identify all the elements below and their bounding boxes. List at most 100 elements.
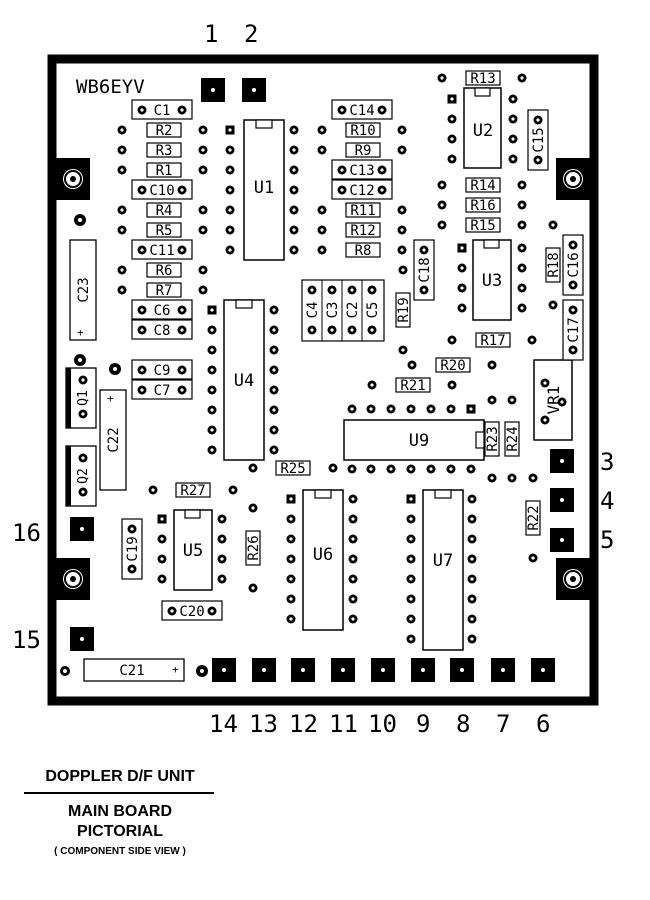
pin-label-16: 16 — [12, 519, 41, 547]
resistor-r13-label: R13 — [470, 71, 495, 87]
resistor-r18-label: R18 — [546, 252, 562, 277]
capacitor-c17: C17 — [562, 299, 584, 361]
ic-u6: U6 — [286, 489, 358, 631]
resistor-r10-label: R10 — [350, 123, 375, 139]
capacitor-c5: C5 — [365, 285, 381, 335]
resistor-r8: R8 — [317, 242, 407, 259]
resistor-r11-label: R11 — [350, 203, 375, 219]
capacitor-c11: C11 — [131, 239, 193, 260]
resistor-r7: R7 — [117, 282, 208, 299]
pin-label-4: 4 — [600, 487, 614, 515]
capacitor-c13-label: C13 — [349, 163, 374, 179]
capacitor-c17-label: C17 — [566, 317, 582, 342]
mounting-hole — [62, 168, 84, 190]
capacitor-c8-label: C8 — [154, 323, 171, 339]
capacitor-c4-label: C4 — [305, 302, 321, 319]
resistor-r15-label: R15 — [470, 218, 495, 234]
capacitor-c6-label: C6 — [154, 303, 171, 319]
ic-u1-label: U1 — [254, 178, 274, 198]
capacitor-c20: C20 — [161, 600, 223, 621]
resistor-r15: R15 — [437, 217, 527, 234]
pin-label-6: 6 — [536, 710, 550, 738]
resistor-r5: R5 — [117, 222, 208, 239]
resistor-r16: R16 — [437, 197, 527, 214]
pin-label-2: 2 — [244, 20, 258, 48]
plus-sign: + — [77, 326, 84, 339]
resistor-r17: R17 — [447, 332, 537, 349]
resistor-r8-label: R8 — [355, 243, 372, 259]
pcb-pictorial: WB6EYV 1 2 3 4 5 6 7 8 9 10 11 12 13 14 … — [12, 20, 614, 738]
resistor-r27-label: R27 — [180, 483, 205, 499]
call-sign: WB6EYV — [76, 76, 145, 98]
capacitor-c9-label: C9 — [154, 363, 171, 379]
capacitor-c22-label: C22 — [106, 427, 122, 452]
plus-sign: + — [107, 392, 114, 405]
capacitor-c8: C8 — [131, 319, 193, 340]
resistor-r10: R10 — [317, 122, 407, 139]
resistor-r14-label: R14 — [470, 178, 495, 194]
capacitor-c15: C15 — [527, 109, 549, 171]
resistor-r26-label: R26 — [246, 535, 262, 560]
ic-u5-label: U5 — [183, 541, 203, 561]
resistor-r14: R14 — [437, 177, 527, 194]
resistor-r16-label: R16 — [470, 198, 495, 214]
ic-u4: U4 — [207, 299, 279, 461]
resistor-r27: R27 — [148, 482, 238, 499]
resistor-r20-label: R20 — [440, 358, 465, 374]
capacitor-c2-label: C2 — [345, 302, 361, 319]
capacitor-c14: C14 — [331, 99, 393, 120]
trimmer-vr1-label: VR1 — [544, 386, 563, 415]
crystal-q2-label: Q2 — [76, 468, 91, 484]
capacitor-c18-label: C18 — [417, 257, 433, 282]
ic-u6-label: U6 — [313, 545, 333, 565]
resistor-r3-label: R3 — [156, 143, 173, 159]
resistor-r9-label: R9 — [355, 143, 372, 159]
resistor-r21-label: R21 — [400, 378, 425, 394]
ic-u7: U7 — [406, 489, 477, 651]
resistor-r2: R2 — [117, 122, 208, 139]
mounting-hole — [62, 568, 84, 590]
resistor-r24: R24 — [504, 395, 521, 483]
resistor-r6-label: R6 — [156, 263, 173, 279]
caption-subtitle: MAIN BOARD PICTORIAL — [20, 802, 220, 842]
pin-label-11: 11 — [329, 710, 358, 738]
electrolytic-c22: C22 + — [99, 389, 127, 491]
resistor-r2-label: R2 — [156, 123, 173, 139]
resistor-r11: R11 — [317, 202, 407, 219]
ic-u2: U2 — [447, 87, 518, 169]
pin-label-13: 13 — [249, 710, 278, 738]
capacitor-c13: C13 — [331, 159, 393, 180]
pin-label-3: 3 — [600, 448, 614, 476]
electrolytic-c23: C23+ — [69, 239, 97, 341]
ic-u5: U5 — [157, 509, 227, 591]
resistor-r13: R13 — [437, 70, 527, 87]
resistor-r22-label: R22 — [526, 505, 542, 530]
capacitor-c16-label: C16 — [566, 252, 582, 277]
capacitor-c9: C9 — [131, 359, 193, 380]
ic-u9: U9 — [343, 404, 485, 474]
resistor-r20: R20 — [407, 357, 497, 374]
pin-label-14: 14 — [209, 710, 238, 738]
capacitor-c3-label: C3 — [325, 302, 341, 319]
resistor-r21: R21 — [367, 377, 457, 394]
resistor-r23-label: R23 — [485, 426, 501, 451]
electrolytic-c21: C21+ — [83, 658, 185, 682]
caption-line-2: PICTORIAL — [77, 823, 163, 840]
resistor-r7-label: R7 — [156, 283, 173, 299]
capacitor-c19-label: C19 — [125, 536, 141, 561]
resistor-group: R2 R3 R1 R4 R5 R6 R7 R10 R9 R11 R12 R8 R… — [117, 70, 537, 499]
capacitor-c12-label: C12 — [349, 183, 374, 199]
resistor-r5-label: R5 — [156, 223, 173, 239]
caption-title: DOPPLER D/F UNIT — [45, 768, 195, 785]
ic-u3-label: U3 — [482, 271, 502, 291]
resistor-r19: R19 — [395, 265, 412, 355]
capacitor-c15-label: C15 — [531, 127, 547, 152]
capacitor-c7: C7 — [131, 379, 193, 400]
terminal-pads — [70, 78, 574, 682]
crystal-q1: Q1 — [65, 367, 97, 429]
resistor-r3: R3 — [117, 142, 208, 159]
resistor-r4: R4 — [117, 202, 208, 219]
capacitor-c6: C6 — [131, 299, 193, 320]
ic-u4-label: U4 — [234, 371, 254, 391]
resistor-r12: R12 — [317, 222, 407, 239]
